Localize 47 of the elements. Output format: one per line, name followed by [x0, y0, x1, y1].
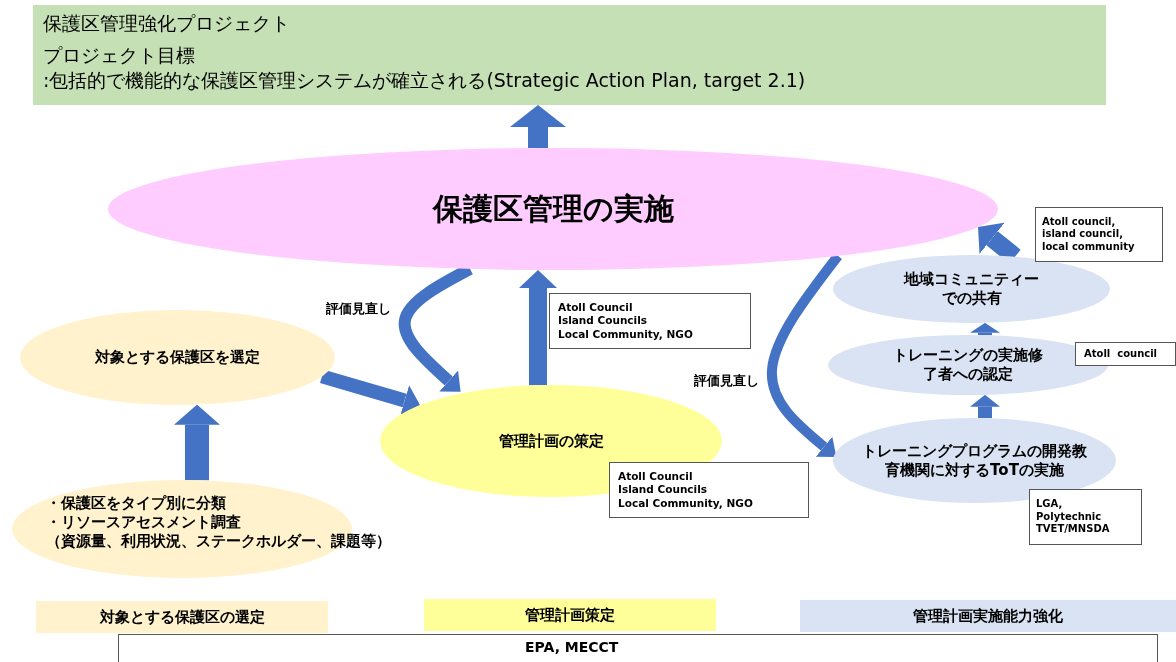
phase-band — [800, 600, 1176, 632]
arrow — [970, 394, 1000, 419]
node-label: トレーニングの実施修了者への認定 — [892, 346, 1044, 384]
arrow — [320, 369, 420, 416]
node-label: 管理計画の策定 — [498, 431, 604, 451]
node-label: EPA, MECCT — [525, 639, 619, 657]
stakeholder-box — [549, 293, 751, 349]
node-label: 保護区管理の実施 — [432, 190, 674, 228]
node-label: 管理計画実施能力強化 — [913, 606, 1063, 626]
node-label: Atoll council — [1084, 348, 1158, 361]
node-label: Atoll council, — [1042, 215, 1116, 229]
node-label: Polytechnic — [1036, 510, 1102, 524]
arrow — [519, 269, 557, 386]
node-label: 対象とする保護区の選定 — [99, 607, 265, 627]
node-label: LGA, — [1036, 498, 1063, 511]
arrow — [970, 322, 1000, 336]
goal-text: プロジェクト目標 — [43, 42, 195, 68]
node-label: 管理計画策定 — [525, 605, 615, 625]
goal-banner — [33, 5, 1106, 105]
node-label: （資源量、利用状況、ステークホルダー、課題等） — [46, 531, 391, 551]
node-label: 地域コミュニティーでの共有 — [902, 270, 1040, 308]
arrow — [510, 105, 566, 149]
node-label: 対象とする保護区を選定 — [95, 348, 260, 367]
agency-box — [118, 634, 1158, 662]
node-label: island council, — [1042, 228, 1123, 241]
node-label: Island Councils — [558, 314, 648, 328]
stakeholder-box — [1075, 342, 1176, 366]
node-label: TVET/MNSDA — [1036, 523, 1110, 536]
goal-text: :包括的で機能的な保護区管理システムが確立される(Strategic Action Plan, target 2.1) — [43, 68, 806, 94]
phase-band — [36, 601, 328, 633]
project-title: 保護区管理強化プロジェクト — [43, 11, 290, 36]
edge-label: 評価見直し — [326, 300, 391, 318]
stakeholder-box — [609, 462, 809, 518]
phase-band — [424, 599, 716, 631]
arrow — [174, 404, 220, 481]
node-label: Local Community, NGO — [618, 496, 753, 510]
node-label: local community — [1042, 240, 1135, 254]
edge-label: 評価見直し — [694, 372, 759, 390]
node-label: Island Councils — [618, 483, 708, 497]
node-label: ・保護区をタイプ別に分類 — [46, 494, 226, 513]
stakeholder-box — [1029, 489, 1142, 545]
node-label: Atoll Council — [618, 470, 693, 484]
stakeholder-box — [1035, 207, 1163, 262]
node-label: ・リソースアセスメント調査 — [46, 512, 241, 532]
node-label: Local Community, NGO — [558, 327, 693, 341]
node-label: トレーニングプログラムの開発教育機関に対するToTの実施 — [861, 441, 1088, 480]
node-label: Atoll Council — [558, 301, 633, 315]
